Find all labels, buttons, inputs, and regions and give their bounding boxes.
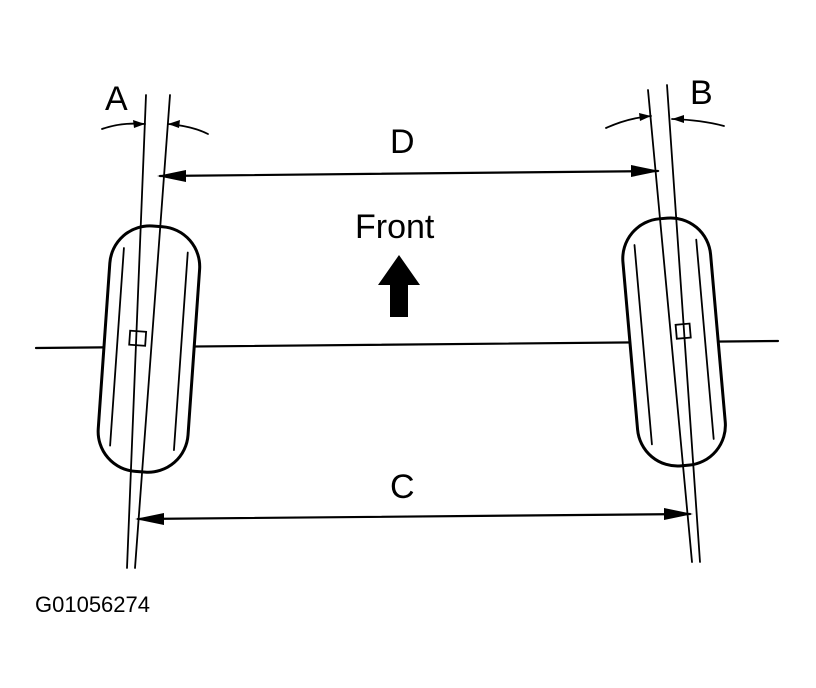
left-wheel xyxy=(96,224,202,474)
left-tire-centerline xyxy=(134,94,171,569)
label-b: B xyxy=(690,74,713,112)
angle-b-indicator xyxy=(605,113,725,129)
up-arrow-icon xyxy=(378,255,420,317)
label-d: D xyxy=(390,123,415,161)
right-tire-centerline xyxy=(647,89,693,563)
left-vertical-reference-line xyxy=(126,94,147,569)
right-vertical-reference-line xyxy=(666,84,701,563)
dimension-c-line xyxy=(135,508,693,525)
dimension-d-line xyxy=(157,165,660,182)
label-c: C xyxy=(390,468,415,506)
right-wheel xyxy=(621,216,727,468)
label-a: A xyxy=(105,80,128,118)
angle-a-indicator xyxy=(101,120,209,135)
figure-code: G01056274 xyxy=(35,592,150,617)
front-label: Front xyxy=(355,208,435,246)
